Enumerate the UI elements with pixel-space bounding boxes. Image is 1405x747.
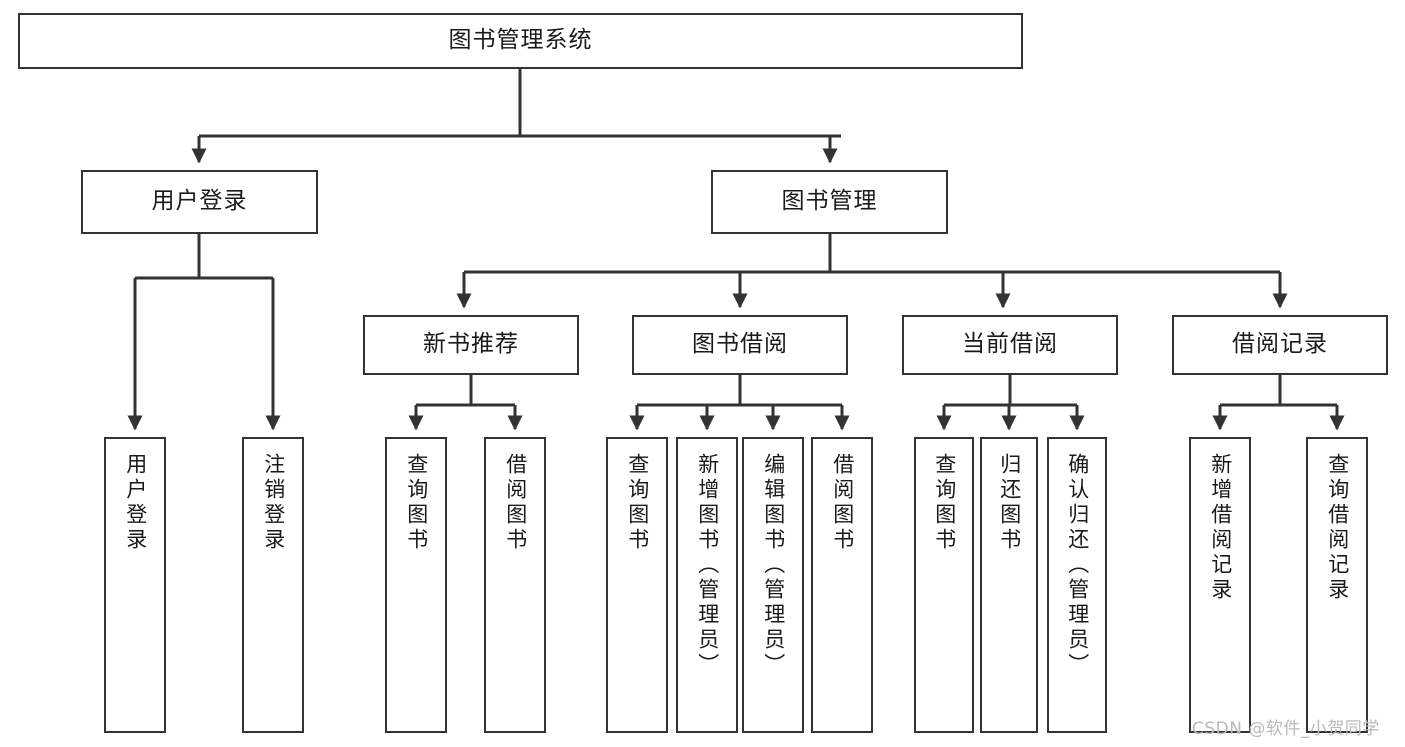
leaf-query-book-borrow[interactable]: 查询图书: [606, 437, 668, 733]
leaf-query-book-current[interactable]: 查询图书: [914, 437, 974, 733]
leaf-edit-book-admin[interactable]: 编辑图书（管理员）: [742, 437, 804, 733]
node-user-login-label: 用户登录: [151, 188, 248, 215]
leaf-confirm-return-admin[interactable]: 确认归还（管理员）: [1047, 437, 1107, 733]
leaf-add-book-admin-label: 新增图书（管理员）: [695, 453, 720, 678]
node-borrow-record[interactable]: 借阅记录: [1172, 315, 1388, 375]
node-book-borrow-label: 图书借阅: [692, 331, 788, 358]
node-book-management[interactable]: 图书管理: [711, 170, 948, 234]
node-new-book-recommend[interactable]: 新书推荐: [363, 315, 579, 375]
leaf-user-login-label: 用户登录: [123, 453, 148, 553]
leaf-add-book-admin[interactable]: 新增图书（管理员）: [676, 437, 738, 733]
leaf-edit-book-admin-label: 编辑图书（管理员）: [761, 453, 786, 678]
leaf-user-login[interactable]: 用户登录: [104, 437, 166, 733]
leaf-query-borrow-record[interactable]: 查询借阅记录: [1306, 437, 1368, 733]
node-book-borrow[interactable]: 图书借阅: [632, 315, 848, 375]
leaf-borrow-book-rec[interactable]: 借阅图书: [484, 437, 546, 733]
node-user-login[interactable]: 用户登录: [81, 170, 318, 234]
node-book-management-label: 图书管理: [781, 188, 878, 215]
leaf-borrow-book-label: 借阅图书: [830, 453, 855, 553]
csdn-watermark: CSDN @软件_小贺同学: [1192, 719, 1380, 739]
leaf-query-book-rec-label: 查询图书: [404, 453, 429, 553]
leaf-logout-label: 注销登录: [261, 453, 286, 553]
node-root[interactable]: 图书管理系统: [18, 13, 1023, 69]
node-new-book-recommend-label: 新书推荐: [423, 331, 519, 358]
node-current-borrow[interactable]: 当前借阅: [902, 315, 1118, 375]
leaf-return-book[interactable]: 归还图书: [980, 437, 1038, 733]
leaf-query-book-rec[interactable]: 查询图书: [385, 437, 447, 733]
leaf-add-borrow-record[interactable]: 新增借阅记录: [1189, 437, 1251, 733]
leaf-confirm-return-admin-label: 确认归还（管理员）: [1065, 453, 1090, 678]
leaf-query-borrow-record-label: 查询借阅记录: [1325, 453, 1350, 603]
leaf-borrow-book-rec-label: 借阅图书: [503, 453, 528, 553]
leaf-query-book-borrow-label: 查询图书: [625, 453, 650, 553]
leaf-borrow-book[interactable]: 借阅图书: [811, 437, 873, 733]
leaf-add-borrow-record-label: 新增借阅记录: [1208, 453, 1233, 603]
node-current-borrow-label: 当前借阅: [962, 331, 1058, 358]
leaf-query-book-current-label: 查询图书: [932, 453, 957, 553]
leaf-return-book-label: 归还图书: [997, 453, 1022, 553]
node-borrow-record-label: 借阅记录: [1232, 331, 1328, 358]
node-root-label: 图书管理系统: [448, 27, 593, 54]
leaf-logout[interactable]: 注销登录: [242, 437, 304, 733]
